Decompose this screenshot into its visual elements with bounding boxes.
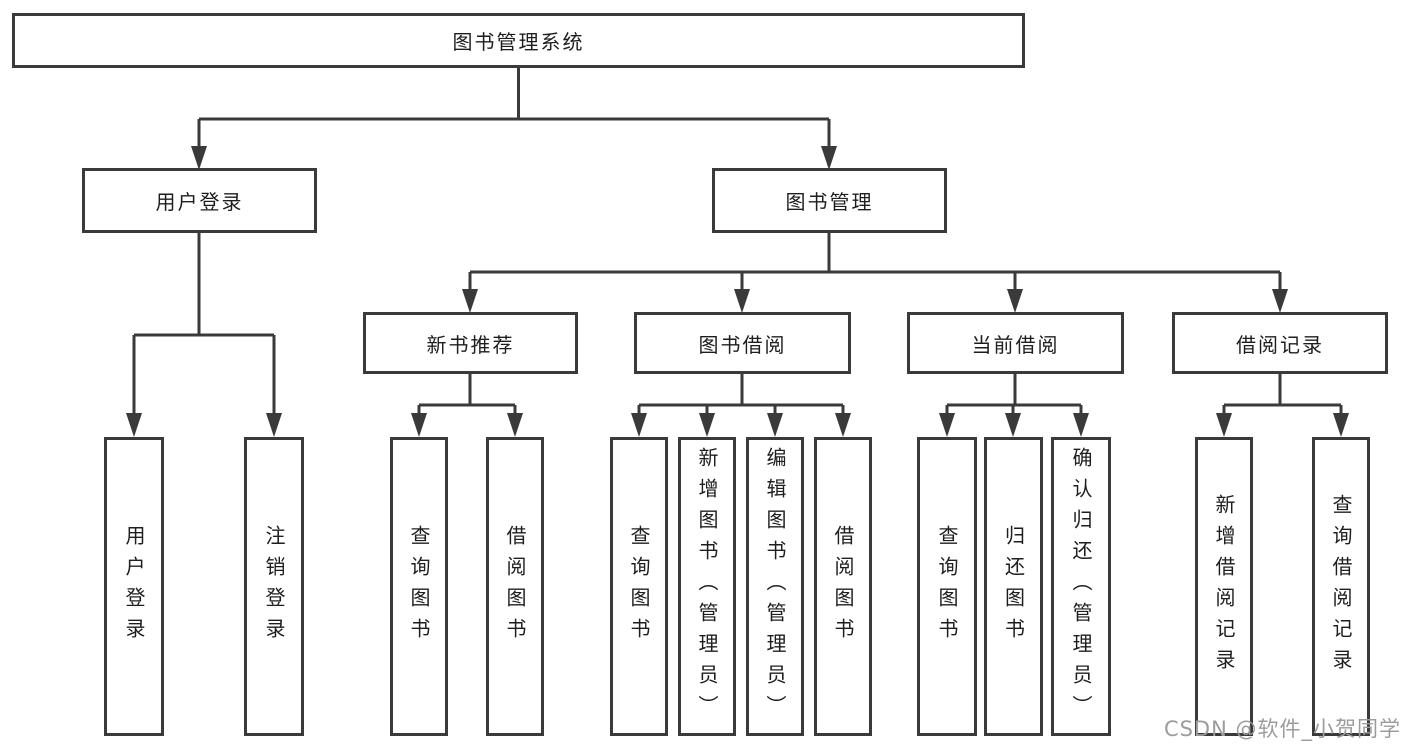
leaf-newbook-borrow-books: 借阅图书 — [486, 437, 544, 736]
leaf-borrowing-query-books: 查询图书 — [610, 437, 668, 736]
connector-records-to-leaves — [1216, 374, 1349, 437]
leaf-add-borrow-record: 新增借阅记录 — [1195, 437, 1253, 736]
connector-userlogin-to-leaves — [126, 233, 282, 437]
leaf-logout: 注销登录 — [244, 437, 304, 736]
leaf-confirm-return-admin: 确认归还（管理员） — [1051, 437, 1111, 736]
watermark: CSDN @软件_小贺同学 — [1163, 717, 1401, 741]
node-library-system: 图书管理系统 — [12, 13, 1025, 68]
leaf-user-login: 用户登录 — [104, 437, 164, 736]
node-borrowing-records: 借阅记录 — [1172, 312, 1388, 374]
connector-newbook-to-leaves — [411, 374, 523, 437]
node-book-borrowing: 图书借阅 — [634, 312, 851, 374]
connector-root-to-level2 — [191, 68, 837, 170]
leaf-return-books: 归还图书 — [984, 437, 1043, 736]
leaf-current-query-books: 查询图书 — [917, 437, 977, 736]
leaf-add-book-admin: 新增图书（管理员） — [678, 437, 736, 736]
leaf-newbook-query-books: 查询图书 — [390, 437, 448, 736]
connector-current-to-leaves — [939, 374, 1089, 437]
node-new-book-recommend: 新书推荐 — [363, 312, 578, 374]
leaf-query-borrow-record: 查询借阅记录 — [1312, 437, 1370, 736]
connector-bookmgmt-to-level3 — [462, 233, 1288, 313]
node-user-login: 用户登录 — [82, 168, 317, 233]
node-book-management: 图书管理 — [712, 168, 947, 233]
leaf-borrowing-borrow-books: 借阅图书 — [814, 437, 872, 736]
node-current-borrowing: 当前借阅 — [907, 312, 1124, 374]
leaf-edit-book-admin: 编辑图书（管理员） — [746, 437, 804, 736]
connector-borrowing-to-leaves — [631, 374, 851, 437]
